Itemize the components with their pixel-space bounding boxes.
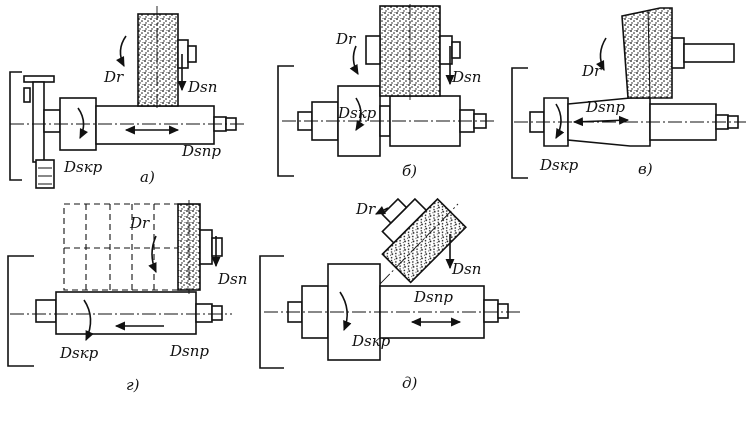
panel-d-caption: д) <box>402 374 418 392</box>
label-rotation: Dr <box>103 68 124 86</box>
label-rotation: Dr <box>129 214 150 232</box>
dressing-device <box>23 75 55 189</box>
panel-v-caption: в) <box>638 160 653 178</box>
chuck-bracket <box>277 65 294 177</box>
label-circular: Dsкр <box>539 156 579 174</box>
label-plunge: Dsп <box>187 78 217 96</box>
label-plunge: Dsп <box>217 270 247 288</box>
label-circular: Dsкр <box>59 344 99 362</box>
workpiece <box>95 105 215 145</box>
panel-v: Dr Dsкр Dsпр в) <box>511 7 746 179</box>
panel-g: Dr Dsп Dsкр Dsпр г) <box>7 200 247 394</box>
panel-a-caption: а) <box>140 168 155 186</box>
workpiece <box>55 291 197 335</box>
label-rotation: Dr <box>355 200 376 218</box>
label-longitudinal: Dsпр <box>585 98 625 116</box>
panel-g-caption: г) <box>126 376 140 394</box>
label-rotation: Dr <box>581 62 602 80</box>
chuck-bracket <box>259 255 284 369</box>
label-longitudinal: Dsпр <box>413 288 453 306</box>
chuck-bracket <box>9 71 22 181</box>
label-longitudinal: Dsпр <box>181 142 221 160</box>
wheel-traverse-positions <box>63 203 179 291</box>
grinding-wheel <box>137 13 179 107</box>
panel-b-caption: б) <box>402 162 417 180</box>
label-rotation: Dr <box>335 30 356 48</box>
angled-grinding-wheel <box>381 197 467 284</box>
label-plunge: Dsп <box>451 260 481 278</box>
label-circular: Dsкр <box>337 104 377 122</box>
chuck-bracket <box>511 67 528 179</box>
label-circular: Dsкр <box>63 158 103 176</box>
tapered-grinding-wheel <box>621 7 673 99</box>
label-plunge: Dsп <box>451 68 481 86</box>
label-circular: Dsкр <box>351 332 391 350</box>
tailstock <box>43 109 61 133</box>
label-longitudinal: Dsпр <box>169 342 209 360</box>
chuck-bracket <box>7 255 34 367</box>
panel-b: Dr Dsп Dsкр б) <box>277 4 496 180</box>
panel-a: Dr Dsп Dsкр Dsпр а) <box>9 6 246 189</box>
panel-d: Dr Dsп Dsкр Dsпр д) <box>259 197 520 392</box>
